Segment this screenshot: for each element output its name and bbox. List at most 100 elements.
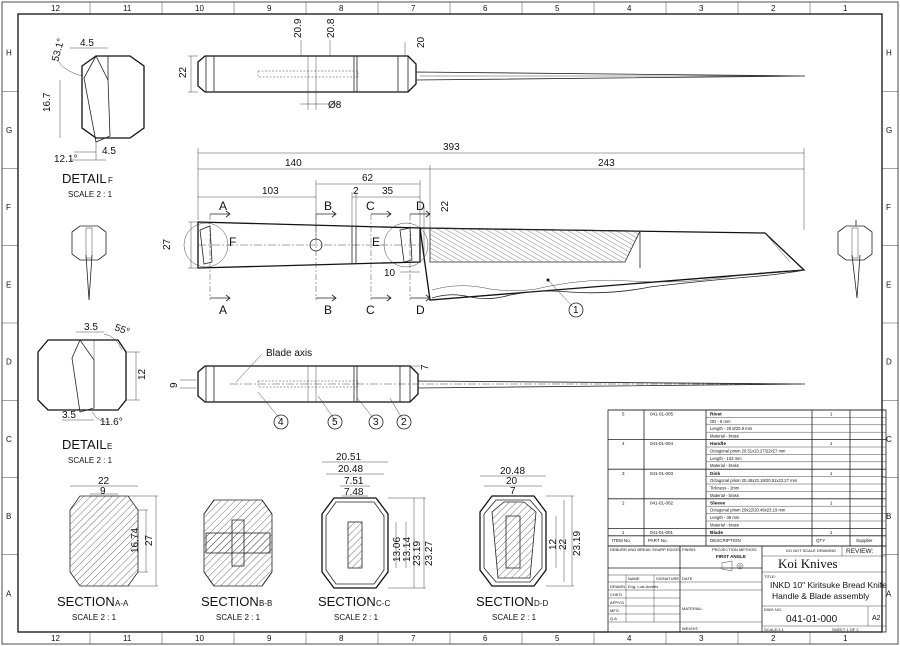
border-column-label-bottom: 8 (339, 634, 344, 643)
section-c-title: SECTION (318, 594, 376, 609)
bom-part-name: Sleeve (710, 500, 726, 506)
detail-e-title: DETAIL (62, 437, 107, 452)
border-column-label-bottom: 10 (195, 634, 204, 643)
drawing-title-line-1: INKD 10" Kiritsuke Bread Knife (770, 580, 887, 590)
bom-description-line: Length - 20.8/20.9 mm (710, 426, 753, 431)
border-column-label-top: 4 (627, 4, 632, 13)
balloon-5: 5 (332, 417, 338, 428)
dim-22-front: 22 (440, 200, 451, 212)
title-block-signature-col: SIGNATURE (656, 576, 679, 581)
bom-part-number: 041-01-003 (650, 471, 674, 476)
dim-blade-243: 243 (598, 158, 615, 169)
detail-e-dim-12: 12 (137, 368, 148, 380)
bom-part-number: 041-01-001 (650, 530, 674, 535)
section-a-title: SECTION (57, 594, 115, 609)
section-marker-d-bottom: D (416, 303, 425, 317)
detail-e-dim-3-5: 3.5 (84, 322, 98, 333)
bom-part-name: Rivet (710, 412, 722, 418)
bom-description-line: Length - 103 mm (710, 456, 742, 461)
section-d-scale: SCALE 2 : 1 (492, 613, 537, 622)
bom-description-line: Length - 35 mm (710, 515, 740, 520)
title-block-apprvd: APPV'D (610, 600, 624, 605)
bom-item-number: 1 (622, 530, 625, 535)
section-c-dim-7-48: 7.48 (344, 487, 364, 498)
border-column-label-top: 10 (195, 4, 204, 13)
company-name: Koi Knives (778, 556, 838, 571)
dim-bottom-9: 9 (169, 382, 180, 388)
bom-part-name: Blade (710, 530, 723, 536)
title-block-title-label: TITLE: (764, 574, 776, 579)
dim-top-20-9: 20.9 (293, 18, 304, 38)
title-block-first-angle: FIRST ANGLE (716, 554, 746, 559)
bom-header-cell: QTY (816, 538, 825, 543)
title-block-name-col: NAME (628, 576, 640, 581)
detail-f-angle-12: 12.1° (54, 154, 77, 165)
border-column-label-bottom: 9 (267, 634, 272, 643)
section-marker-c-bottom: C (366, 303, 375, 317)
border-column-label-bottom: 4 (627, 634, 632, 643)
detail-e-letter: E (107, 442, 112, 451)
dim-35: 35 (382, 186, 394, 197)
border-column-label-bottom: 11 (123, 634, 132, 643)
detail-f-view (57, 47, 145, 161)
border-row-label-right: A (886, 589, 892, 598)
border-row-label-right: H (886, 49, 892, 58)
section-d-dim-20-48: 20.48 (500, 466, 525, 477)
section-d-dim-12: 12 (548, 538, 559, 550)
dim-top-rivet-dia: Ø8 (328, 100, 342, 111)
section-marker-b-top: B (324, 199, 332, 213)
section-a-a-view (69, 485, 158, 587)
border-row-label-right: D (886, 358, 892, 367)
section-c-dim-20-48: 20.48 (338, 464, 363, 475)
border-row-label-right: F (886, 203, 891, 212)
section-c-dim-13-14: 13.14 (402, 537, 413, 562)
section-b-b-view (203, 499, 273, 587)
title-block (607, 545, 887, 633)
bom-description-line: Octagonal prism 20.48x23.19/20.51x23.27 … (710, 478, 798, 483)
bom-qty: 1 (830, 500, 833, 505)
dim-bottom-7: 7 (420, 364, 431, 370)
bom-description-line: Octagonal prism 20x22/20.48x23.19 mm (710, 508, 786, 513)
detail-f-letter: F (108, 176, 113, 185)
border-row-label-left: F (6, 203, 11, 212)
detail-e-angle-55: 55° (113, 322, 131, 338)
bom-header-cell: DESCRIPTION (710, 538, 741, 543)
border-row-label-right: E (886, 280, 891, 289)
section-marker-a-top: A (219, 199, 227, 213)
bom-header-cell: ITEM No. (612, 538, 631, 543)
bom-item-number: 5 (622, 412, 625, 417)
drawing-title-line-2: Handle & Blade assembly (772, 591, 870, 601)
title-block-deburr: DEBURR AND BREAK SHARP EDGES (610, 547, 681, 552)
title-block-drawn-by: Eng. Luis Andrés (628, 584, 658, 589)
border-row-label-left: E (6, 280, 11, 289)
border-column-label-bottom: 12 (51, 634, 60, 643)
dim-10: 10 (384, 268, 396, 279)
section-b-scale: SCALE 2 : 1 (216, 613, 261, 622)
section-c-dim-13-06: 13.06 (392, 537, 403, 562)
detail-f-dim-4-5b: 4.5 (102, 146, 116, 157)
top-view (188, 40, 806, 110)
end-view-right (837, 220, 873, 299)
dim-27: 27 (162, 238, 173, 250)
title-block-finish: FINISH: (682, 547, 696, 552)
detail-e-view (37, 331, 140, 423)
bom-qty: 1 (830, 412, 833, 417)
border-column-label-top: 9 (267, 4, 272, 13)
drawing-scale: SCALE:1:1 (764, 627, 785, 632)
border-column-label-top: 2 (771, 4, 776, 13)
border-row-label-left: A (6, 589, 12, 598)
detail-e-dim-3-5b: 3.5 (62, 410, 76, 421)
title-block-date-col: DATE (682, 576, 693, 581)
title-block-do-not-scale: DO NOT SCALE DRAWING (786, 548, 836, 553)
section-c-letter: C-C (376, 599, 390, 608)
border-column-label-bottom: 3 (699, 634, 704, 643)
detail-e-angle-11-6: 11.6° (100, 417, 123, 428)
border-row-label-left: G (6, 126, 12, 135)
section-d-dim-20: 20 (506, 476, 518, 487)
border-column-label-bottom: 6 (483, 634, 488, 643)
dim-2: 2 (353, 186, 359, 197)
section-c-dim-7-51: 7.51 (344, 476, 364, 487)
